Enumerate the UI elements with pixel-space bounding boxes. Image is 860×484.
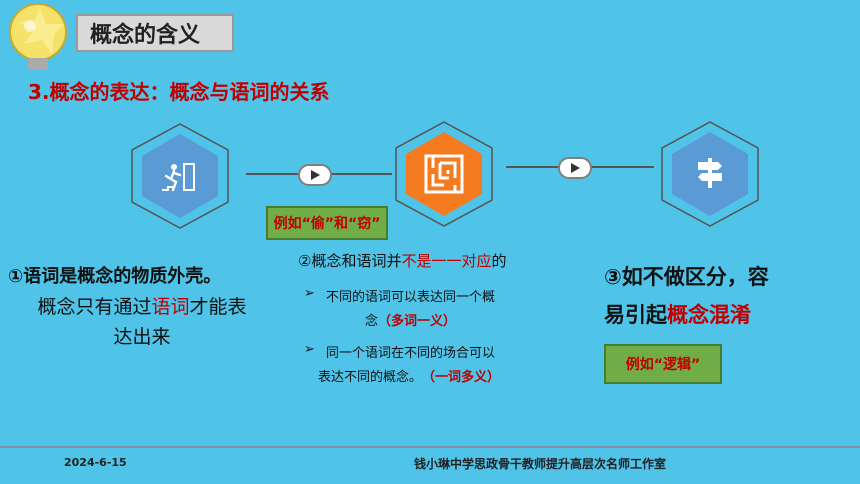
- middle-bullet-1: ➢ 不同的语词可以表达同一个概 念（多词一义）: [304, 286, 584, 334]
- right-line-2-highlight: 概念混淆: [667, 303, 751, 327]
- middle-bullet-2-cont: 表达不同的概念。（一词多义）: [318, 366, 598, 390]
- middle-bullet-2-b: 表达不同的概念。: [318, 370, 423, 385]
- play-arrow-icon: [558, 157, 592, 179]
- right-line-1: ③如不做区分，容: [604, 265, 769, 289]
- left-heading: ①语词是概念的物质外壳。: [8, 266, 222, 287]
- page-title-text: 概念的含义: [90, 23, 201, 48]
- left-body-a: 概念只有通过: [37, 296, 152, 318]
- middle-heading-b: 的: [491, 252, 507, 270]
- example-tag-2-text: 例如“逻辑”: [625, 357, 701, 373]
- left-body-b: 才能表: [189, 296, 247, 318]
- bullet-marker-icon: ➢: [304, 286, 315, 301]
- middle-heading-highlight: 不是一一对应: [401, 252, 492, 270]
- exit-run-icon: [162, 162, 196, 196]
- middle-heading-a: ②概念和语词并: [298, 252, 402, 270]
- page-title: 概念的含义: [76, 14, 234, 52]
- middle-bullet-1-b: 念: [364, 314, 378, 329]
- left-body: 概念只有通过语词才能表 达出来: [12, 292, 272, 352]
- middle-heading: ②概念和语词并不是一一对应的: [298, 250, 506, 271]
- idea-bulb-icon: [4, 0, 74, 72]
- maze-icon: [424, 154, 464, 198]
- middle-bullet-1-a: 不同的语词可以表达同一个概: [326, 290, 496, 305]
- bullet-marker-icon: ➢: [304, 342, 315, 357]
- example-tag-1: 例如“偷”和“窃”: [266, 206, 388, 240]
- middle-bullet-2-a: 同一个语词在不同的场合可以: [326, 346, 496, 361]
- right-line-2-a: 易引起: [604, 303, 667, 327]
- hexagon-step-2: [388, 118, 500, 230]
- left-body-highlight: 语词: [151, 296, 190, 318]
- footer-divider: [0, 446, 860, 448]
- middle-bullet-2: ➢ 同一个语词在不同的场合可以: [304, 342, 584, 366]
- middle-bullet-2-paren: （一词多义）: [422, 370, 501, 385]
- right-text: ③如不做区分，容 易引起概念混淆: [604, 258, 834, 334]
- section-subtitle: 3.概念的表达：概念与语词的关系: [28, 80, 330, 104]
- example-tag-1-text: 例如“偷”和“窃”: [273, 216, 381, 232]
- footer-date: 2024-6-15: [64, 456, 127, 469]
- signpost-icon: [694, 156, 726, 194]
- hexagon-step-1: [124, 120, 236, 232]
- middle-bullet-1-paren: （多词一义）: [378, 314, 457, 329]
- play-arrow-icon: [298, 164, 332, 186]
- hexagon-step-3: [654, 118, 766, 230]
- footer-studio: 钱小琳中学思政骨干教师提升高层次名师工作室: [414, 457, 667, 471]
- left-body-c: 达出来: [113, 326, 171, 348]
- example-tag-2: 例如“逻辑”: [604, 344, 722, 384]
